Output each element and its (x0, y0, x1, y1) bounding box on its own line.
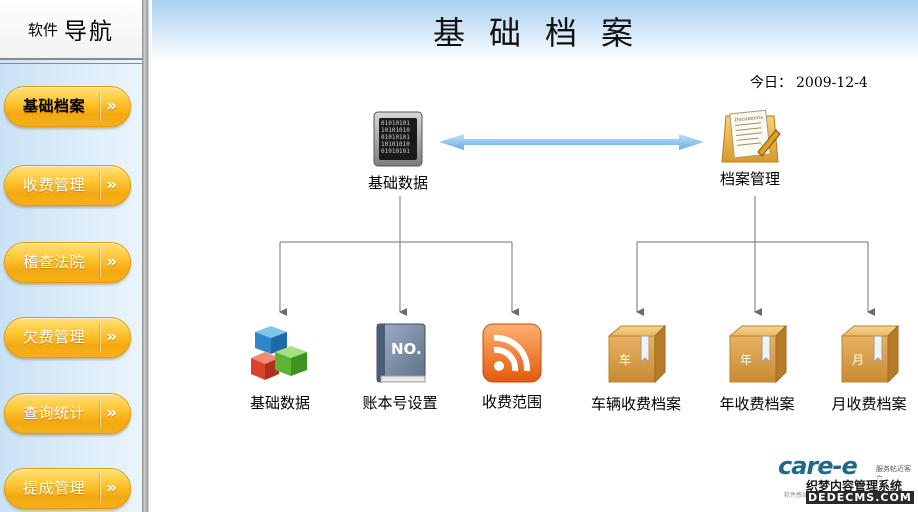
nav-button-query-statistics[interactable]: 查询统计 » (4, 393, 131, 434)
nav-button-separator (100, 248, 101, 277)
sidebar-title-small: 软件 (27, 20, 58, 39)
svg-text:01010101: 01010101 (381, 148, 410, 155)
nav-button-separator (100, 474, 101, 503)
node-ledger-number-settings[interactable]: NO. 账本号设置 (355, 322, 445, 413)
nav-button-separator (100, 92, 101, 121)
double-chevron-right-icon: » (106, 96, 117, 116)
node-fee-scope[interactable]: 收费范围 (472, 322, 552, 412)
watermark-sub: 软件感动 (784, 492, 809, 499)
svg-text:10101010: 10101010 (381, 127, 410, 134)
box-icon-text: 月 (852, 353, 864, 367)
book-icon: NO. (376, 323, 426, 383)
node-basic-data[interactable]: 基础数据 (240, 322, 320, 413)
node-label: 年收费档案 (719, 395, 795, 413)
svg-text:01010101: 01010101 (381, 120, 410, 127)
nav-button-commission-management[interactable]: 提成管理 » (4, 468, 131, 509)
sidebar: 软件 导航 基础档案 » 收费管理 » 稽查法院 » 欠费管理 » 查询统计 »… (0, 0, 152, 512)
rss-icon (482, 323, 542, 383)
node-label: 账本号设置 (362, 394, 438, 412)
double-chevron-right-icon: » (106, 327, 117, 347)
svg-text:10101010: 10101010 (381, 141, 410, 148)
nav-button-separator (100, 323, 101, 352)
sidebar-header: 软件 导航 (0, 0, 142, 60)
page-title: 基础档案 (432, 14, 657, 52)
title-banner (152, 0, 918, 62)
server-icon: 01010101 10101010 01010101 10101010 0101… (373, 111, 423, 167)
flow-connectors (279, 134, 875, 316)
node-label: 月收费档案 (831, 395, 907, 413)
node-label: 档案管理 (719, 170, 780, 188)
right-tree-lines (636, 196, 875, 316)
watermark-cn: 织梦内容管理系统 (806, 477, 903, 494)
watermark-logo: care-e 服务帖近客户 软件感动 织梦内容管理系统 DEDECMS.COM (778, 452, 916, 508)
nav-button-separator (100, 171, 101, 200)
box-icon-text: 年 (740, 353, 752, 367)
double-chevron-right-icon: » (106, 403, 117, 423)
box-icon-text: 车 (619, 352, 631, 367)
sidebar-title-big: 导航 (64, 19, 114, 45)
node-monthly-fee-archive[interactable]: 月 月收费档案 (824, 322, 914, 414)
node-vehicle-fee-archive[interactable]: 车 车辆收费档案 (580, 322, 692, 414)
node-annual-fee-archive[interactable]: 年 年收费档案 (712, 322, 802, 414)
watermark-brand: care-e (778, 452, 858, 480)
box-icon: 车 (607, 324, 667, 384)
nav-button-label: 提成管理 (23, 479, 86, 497)
svg-text:Documents: Documents (734, 115, 763, 124)
cubes-icon (251, 326, 307, 380)
sidebar-splitter[interactable] (142, 0, 148, 512)
double-chevron-right-icon: » (106, 252, 117, 272)
nav-button-label: 欠费管理 (23, 328, 86, 346)
nav-button-label: 稽查法院 (23, 253, 86, 271)
nav-button-separator (100, 399, 101, 428)
today-date: 今日：2009-12-4 (750, 72, 868, 92)
documents-icon: Documents (721, 109, 781, 163)
double-chevron-right-icon: » (106, 478, 117, 498)
nav-button-label: 查询统计 (23, 404, 86, 422)
nav-button-fee-management[interactable]: 收费管理 » (4, 165, 131, 206)
nav-button-arrears-management[interactable]: 欠费管理 » (4, 317, 131, 358)
box-icon: 年 (728, 324, 788, 384)
today-label: 今日： (750, 75, 792, 91)
book-icon-text: NO. (391, 340, 422, 358)
node-label: 基础数据 (367, 174, 428, 192)
double-chevron-right-icon: » (106, 175, 117, 195)
left-tree-lines (279, 196, 519, 316)
sidebar-splitter-edge (148, 0, 152, 512)
node-label: 车辆收费档案 (590, 395, 681, 413)
nav-button-label: 收费管理 (23, 176, 86, 194)
double-arrow (439, 134, 704, 150)
svg-text:01010101: 01010101 (381, 134, 410, 141)
watermark-url: DEDECMS.COM (806, 491, 914, 504)
node-label: 收费范围 (481, 393, 542, 411)
node-archive-management[interactable]: Documents 档案管理 (710, 106, 790, 189)
node-basic-data-root[interactable]: 01010101 10101010 01010101 10101010 0101… (358, 110, 438, 193)
node-label: 基础数据 (249, 394, 310, 412)
nav-button-basic-archive[interactable]: 基础档案 » (4, 86, 131, 127)
main-panel: 基础档案 今日：2009-12-4 (152, 0, 918, 512)
nav-button-label: 基础档案 (23, 97, 86, 115)
nav-button-audit-court[interactable]: 稽查法院 » (4, 242, 131, 283)
box-icon: 月 (840, 324, 900, 384)
sidebar-divider (0, 63, 142, 64)
today-value: 2009-12-4 (796, 75, 868, 91)
